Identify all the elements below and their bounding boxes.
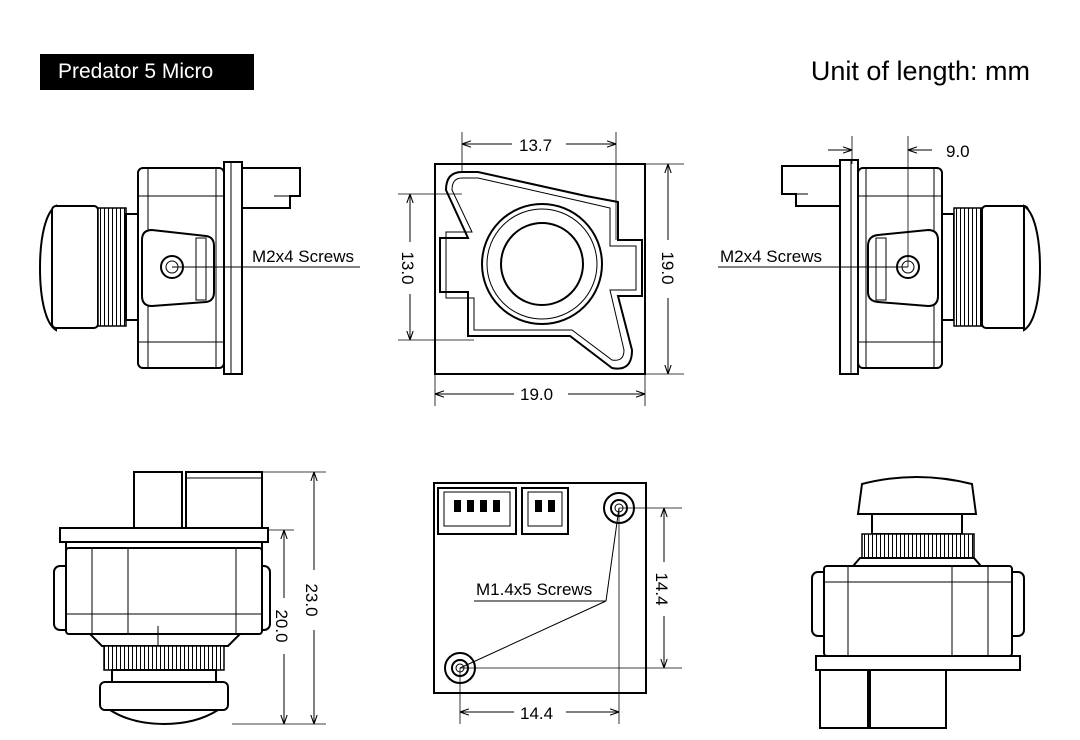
front-view: 13.7 13.0 19.0 19.0: [398, 132, 684, 406]
label-m2x4-screws-left: M2x4 Screws: [252, 247, 354, 266]
left-side-view: M2x4 Screws: [38, 161, 360, 375]
connector-4-pin: [437, 487, 517, 535]
dim-20-0: 20.0: [272, 609, 291, 642]
dim-19-0-vertical: 19.0: [658, 251, 677, 284]
dim-13-0: 13.0: [398, 251, 417, 284]
dim-14-4-vertical: 14.4: [652, 572, 671, 605]
dim-9-0: 9.0: [946, 142, 970, 161]
top-view: 23.0 20.0: [53, 471, 326, 726]
dim-19-0-horizontal: 19.0: [520, 385, 553, 404]
dim-13-7: 13.7: [519, 136, 552, 155]
dim-23-0: 23.0: [302, 583, 321, 616]
back-view: M1.4x5 Screws 14.4 14.4: [433, 482, 682, 724]
label-m2x4-screws-right: M2x4 Screws: [720, 247, 822, 266]
connector-2-pin: [521, 487, 569, 535]
product-title: Predator 5 Micro: [40, 54, 254, 90]
label-m1-4x5-screws: M1.4x5 Screws: [476, 580, 592, 599]
bottom-view: [811, 476, 1025, 729]
dim-14-4-horizontal: 14.4: [520, 704, 553, 723]
units-label: Unit of length: mm: [810, 56, 1030, 86]
right-side-view: M2x4 Screws 9.0: [718, 136, 1042, 375]
